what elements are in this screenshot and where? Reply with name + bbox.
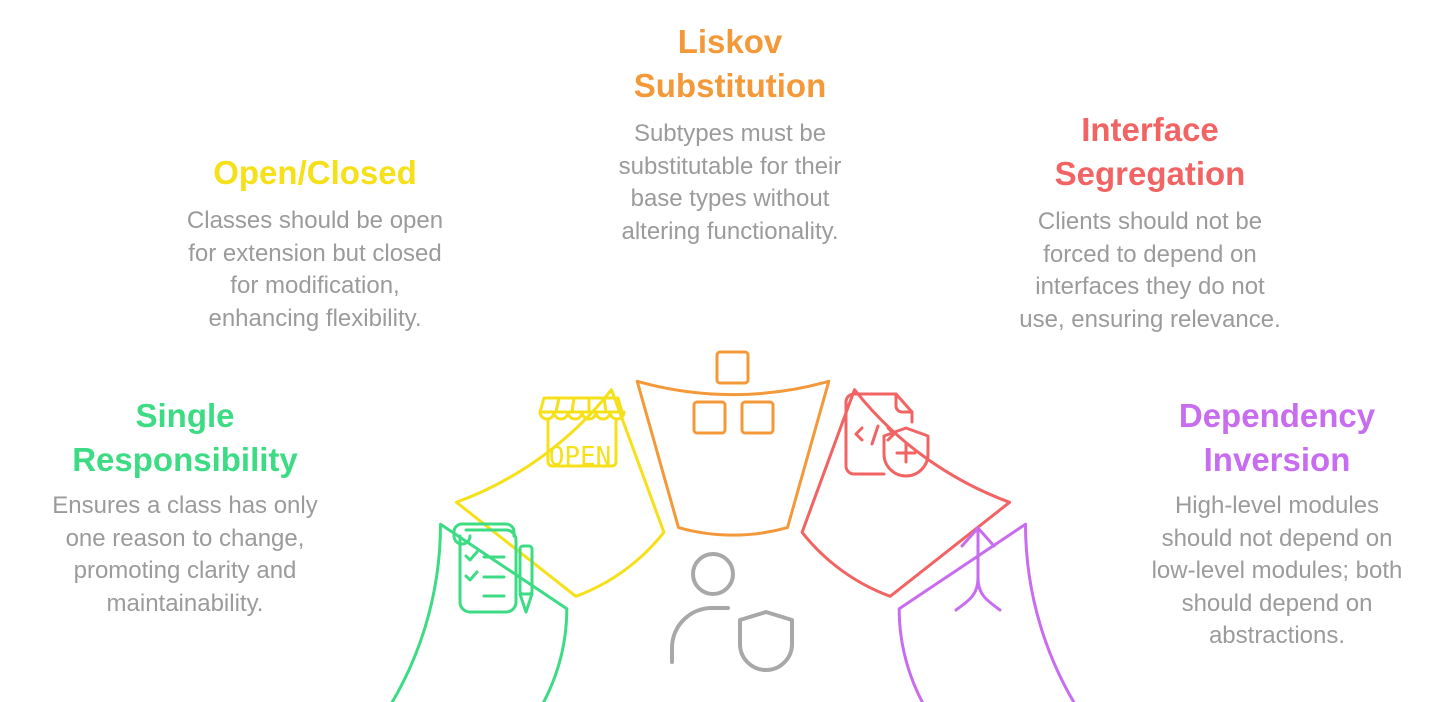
principle-desc-open: Classes should be open for extension but… <box>150 205 480 335</box>
principle-title-open: Open/Closed <box>213 154 417 191</box>
open-sign-text: OPEN <box>549 442 612 472</box>
desc-line: for modification, <box>230 272 400 299</box>
principle-title-single-line1: Single <box>135 397 235 434</box>
principle-desc-dep: High-level modules should not depend on … <box>1112 490 1442 653</box>
desc-line: Clients should not be <box>1037 208 1263 235</box>
desc-line: Classes should be open <box>186 207 444 234</box>
segment-open-closed <box>454 388 666 598</box>
desc-line: Subtypes must be <box>633 120 827 147</box>
checklist-pen-icon <box>452 522 534 614</box>
open-shop-icon <box>538 396 626 468</box>
principle-desc-single: Ensures a class has only one reason to c… <box>20 490 350 620</box>
desc-line: forced to depend on <box>1043 240 1257 268</box>
desc-line: low-level modules; both <box>1151 557 1403 584</box>
principle-desc-iface: Clients should not be forced to depend o… <box>985 206 1315 336</box>
principle-title-dep-line1: Dependency <box>1178 397 1376 434</box>
user-shield-icon <box>670 552 794 672</box>
desc-line: promoting clarity and <box>73 557 297 584</box>
desc-line: altering functionality. <box>621 217 839 245</box>
desc-line: interfaces they do not <box>1035 273 1265 300</box>
desc-line: one reason to change, <box>65 524 305 552</box>
segment-dependency-inversion <box>897 522 1076 702</box>
desc-line: for extension but closed <box>188 239 442 267</box>
principle-dependency-inversion: Dependency Inversion High-level modules … <box>1112 394 1442 653</box>
desc-line: enhancing flexibility. <box>208 304 422 332</box>
principle-title-dep-line2: Inversion <box>1203 441 1351 478</box>
code-file-shield-icon <box>844 392 930 478</box>
segment-single-responsibility <box>390 522 569 702</box>
segment-interface-segregation <box>800 388 1012 598</box>
desc-line: High-level modules <box>1174 492 1380 519</box>
principle-open-closed: Open/Closed Classes should be open for e… <box>150 151 480 335</box>
principle-desc-liskov: Subtypes must be substitutable for their… <box>565 118 895 248</box>
desc-line: Ensures a class has only <box>52 492 318 519</box>
principle-single-responsibility: Single Responsibility Ensures a class ha… <box>20 394 350 620</box>
desc-line: base types without <box>630 185 830 212</box>
principle-interface-segregation: Interface Segregation Clients should not… <box>985 108 1315 336</box>
principle-title-liskov-line2: Substitution <box>633 67 827 104</box>
desc-line: abstractions. <box>1208 622 1346 649</box>
desc-line: maintainability. <box>106 589 264 617</box>
merge-arrow-icon <box>954 526 1002 612</box>
desc-line: should not depend on <box>1161 524 1393 552</box>
principle-title-single-line2: Responsibility <box>72 441 298 478</box>
principle-title-liskov-line1: Liskov <box>677 23 783 60</box>
boxes-icon <box>692 350 775 435</box>
desc-line: should depend on <box>1181 589 1373 617</box>
principle-liskov-substitution: Liskov Substitution Subtypes must be sub… <box>565 20 895 248</box>
desc-line: substitutable for their <box>618 152 842 180</box>
principle-title-iface-line2: Segregation <box>1054 155 1246 192</box>
segment-liskov-substitution <box>635 379 831 537</box>
desc-line: use, ensuring relevance. <box>1019 305 1281 333</box>
principle-title-iface-line1: Interface <box>1081 111 1219 148</box>
